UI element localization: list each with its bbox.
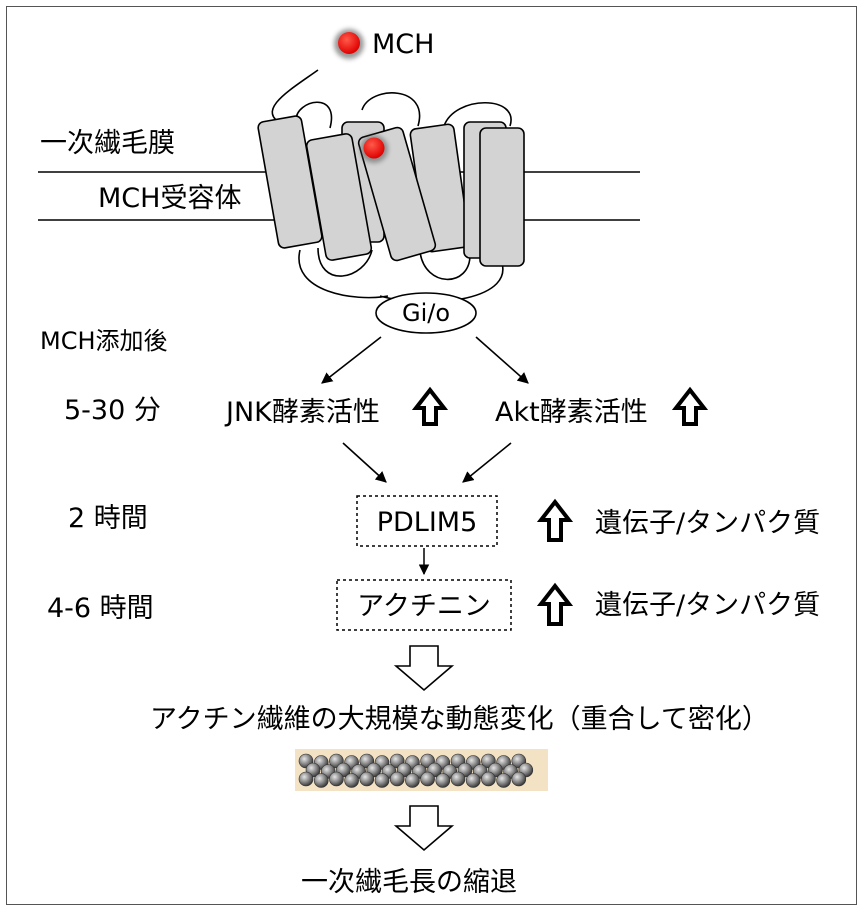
actinin-label: アクチニン xyxy=(357,591,491,622)
akt-activity-label: Akt酵素活性 xyxy=(495,397,648,428)
arrow-gio-to-akt xyxy=(475,336,529,384)
g-protein-label: Gi/o xyxy=(402,299,450,327)
cilia-shortening-label: 一次繊毛長の縮退 xyxy=(301,867,517,898)
receptor-label: MCH受容体 xyxy=(98,183,241,214)
actin-bead xyxy=(435,773,451,788)
ligand-dot-icon xyxy=(338,32,360,54)
time-label-2h: 2 時間 xyxy=(68,503,148,534)
actinin-up-arrow-icon xyxy=(536,582,574,626)
akt-up-arrow-icon xyxy=(671,386,709,426)
extracellular-loop-2 xyxy=(361,92,421,127)
actin-bead xyxy=(481,771,496,787)
actin-bead xyxy=(511,771,527,787)
jnk-activity-label: JNK酵素活性 xyxy=(224,397,380,428)
arrow-jnk-to-pdlim5 xyxy=(342,442,387,483)
down-arrow-icon xyxy=(393,645,455,692)
c-terminus-loop xyxy=(298,249,389,299)
actin-beads xyxy=(298,753,534,788)
tm-helix-2 xyxy=(305,133,373,261)
time-label-5-30min: 5-30 分 xyxy=(64,395,161,426)
bound-ligand-dot-icon xyxy=(363,137,385,159)
mch-label: MCH xyxy=(372,29,434,60)
intracellular-loop-2 xyxy=(419,251,471,281)
actinin-box xyxy=(336,579,512,631)
actin-bead xyxy=(389,771,405,787)
g-protein: Gi/o xyxy=(375,292,477,334)
actin-bead xyxy=(450,771,466,787)
actin-bead xyxy=(329,771,344,787)
g-protein-ellipse xyxy=(375,292,477,334)
actin-bead xyxy=(420,771,435,787)
actin-bead xyxy=(374,773,390,788)
arrow-gio-to-jnk xyxy=(321,336,382,384)
actin-bead xyxy=(359,771,375,787)
actin-bead xyxy=(496,773,511,788)
pdlim5-up-arrow-icon xyxy=(536,498,574,542)
cilia-membrane: 一次繊毛膜 MCH受容体 xyxy=(38,128,640,221)
actinin-note: 遺伝子/タンパク質 xyxy=(595,590,820,621)
actin-filament-icon xyxy=(295,749,548,791)
actin-dynamics-label: アクチン繊維の大規模な動態変化（重合して密化） xyxy=(150,704,769,735)
mch-legend: MCH xyxy=(334,29,434,60)
actin-bead xyxy=(405,773,420,788)
pdlim5-label: PDLIM5 xyxy=(377,507,478,538)
actin-bead xyxy=(344,773,359,788)
arrow-akt-to-pdlim5 xyxy=(462,442,512,483)
time-label-4-6h: 4-6 時間 xyxy=(47,593,154,624)
tm-helix-7 xyxy=(479,127,525,267)
membrane-label: 一次繊毛膜 xyxy=(40,128,175,159)
extracellular-loop-3 xyxy=(443,101,512,127)
pdlim5-box xyxy=(356,495,498,547)
down-arrow-icon-2 xyxy=(393,805,455,852)
actin-bead xyxy=(313,773,329,788)
extracellular-loop-1 xyxy=(295,101,333,129)
actin-bead xyxy=(465,773,481,788)
after-addition-label: MCH添加後 xyxy=(40,327,168,355)
jnk-up-arrow-icon xyxy=(411,386,449,426)
receptor-helices xyxy=(257,115,525,267)
intracellular-loop-1 xyxy=(317,247,373,277)
pdlim5-note: 遺伝子/タンパク質 xyxy=(595,508,820,539)
actin-bead xyxy=(298,771,314,787)
